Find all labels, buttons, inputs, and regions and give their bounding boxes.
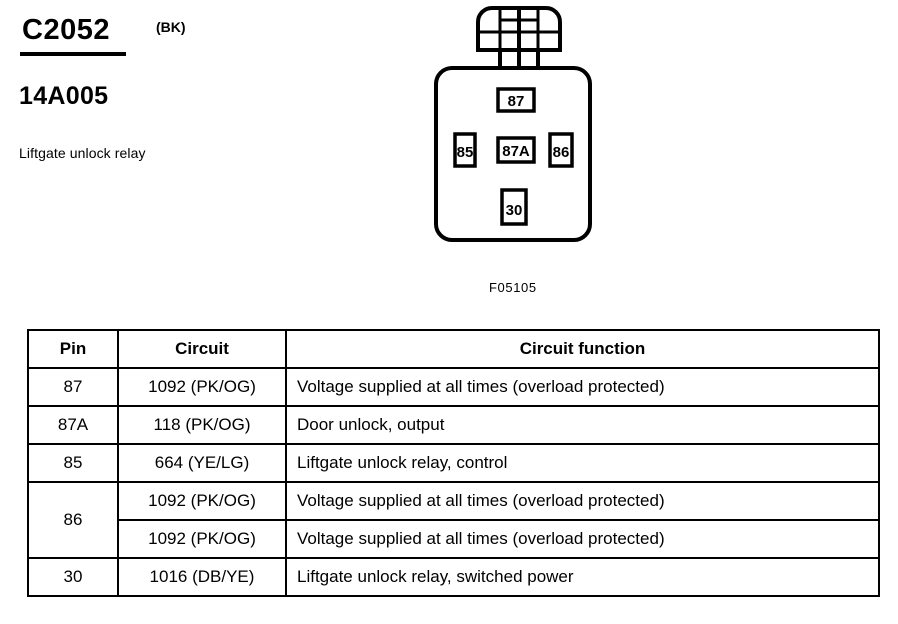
column-header-circuit-function: Circuit function bbox=[285, 329, 880, 369]
terminal-30-label: 30 bbox=[506, 202, 523, 219]
connector-svg: 87 85 87A 86 30 bbox=[434, 6, 592, 242]
cell-circuit: 664 (YE/LG) bbox=[117, 443, 287, 483]
cell-function: Door unlock, output bbox=[285, 405, 880, 445]
figure-reference: F05105 bbox=[489, 280, 537, 295]
connector-id: C2052 bbox=[22, 14, 110, 46]
table-row: 87 1092 (PK/OG) Voltage supplied at all … bbox=[27, 367, 880, 407]
cell-circuit: 1092 (PK/OG) bbox=[117, 481, 287, 521]
table-header-row: Pin Circuit Circuit function bbox=[27, 329, 880, 369]
cell-circuit: 118 (PK/OG) bbox=[117, 405, 287, 445]
terminal-87a-label: 87A bbox=[502, 143, 530, 160]
table-row: 86 1092 (PK/OG) Voltage supplied at all … bbox=[27, 481, 880, 559]
terminal-86-label: 86 bbox=[553, 144, 570, 161]
connector-locking-tab bbox=[476, 6, 562, 68]
column-header-pin: Pin bbox=[27, 329, 119, 369]
table-row: 30 1016 (DB/YE) Liftgate unlock relay, s… bbox=[27, 557, 880, 597]
table-row: 87A 118 (PK/OG) Door unlock, output bbox=[27, 405, 880, 445]
terminal-30: 30 bbox=[500, 188, 528, 226]
terminal-85: 85 bbox=[453, 132, 477, 168]
terminal-87-label: 87 bbox=[508, 93, 525, 110]
cell-pin: 86 bbox=[27, 481, 119, 559]
cell-function: Voltage supplied at all times (overload … bbox=[285, 367, 880, 407]
component-name: Liftgate unlock relay bbox=[19, 145, 146, 161]
terminal-86: 86 bbox=[548, 132, 574, 168]
cell-pin: 87 bbox=[27, 367, 119, 407]
cell-function: Liftgate unlock relay, control bbox=[285, 443, 880, 483]
pinout-table: Pin Circuit Circuit function 87 1092 (PK… bbox=[27, 329, 880, 597]
connector-color-code: (BK) bbox=[156, 19, 186, 35]
cell-circuit: 1092 (PK/OG) bbox=[117, 367, 287, 407]
cell-function: Voltage supplied at all times (overload … bbox=[285, 519, 880, 559]
terminal-85-label: 85 bbox=[457, 144, 474, 161]
terminal-87a: 87A bbox=[496, 136, 536, 164]
cell-pin: 87A bbox=[27, 405, 119, 445]
connector-id-underline bbox=[20, 52, 126, 56]
column-header-circuit: Circuit bbox=[117, 329, 287, 369]
cell-function: Voltage supplied at all times (overload … bbox=[285, 481, 880, 521]
cell-circuit: 1092 (PK/OG) bbox=[117, 519, 287, 559]
connector-diagram: 87 85 87A 86 30 bbox=[420, 0, 620, 310]
table-row: 1092 (PK/OG) Voltage supplied at all tim… bbox=[28, 519, 880, 559]
cell-pin: 30 bbox=[27, 557, 119, 597]
table-row: 85 664 (YE/LG) Liftgate unlock relay, co… bbox=[27, 443, 880, 483]
terminal-87: 87 bbox=[496, 87, 536, 113]
part-number: 14A005 bbox=[19, 82, 109, 110]
cell-pin: 85 bbox=[27, 443, 119, 483]
cell-circuit: 1016 (DB/YE) bbox=[117, 557, 287, 597]
cell-function: Liftgate unlock relay, switched power bbox=[285, 557, 880, 597]
